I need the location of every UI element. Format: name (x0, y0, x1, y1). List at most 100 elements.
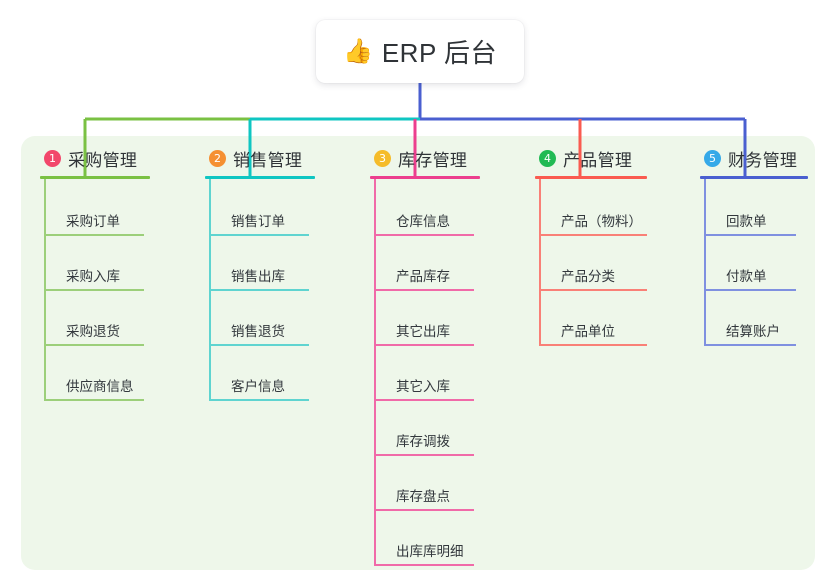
branch-item[interactable]: 回款单 (700, 179, 808, 236)
branch-item-rule (374, 454, 474, 456)
branch-item-label: 客户信息 (231, 379, 285, 394)
branch-item-rule (374, 234, 474, 236)
branch-items-5: 回款单付款单结算账户 (700, 179, 808, 346)
branch-item-label: 产品单位 (561, 324, 615, 339)
branch-item[interactable]: 采购入库 (40, 234, 150, 291)
branch-item-rule (44, 399, 144, 401)
branch-item-label: 销售订单 (231, 214, 285, 229)
branch-item[interactable]: 其它入库 (370, 344, 480, 401)
branch-column-3: 3 库存管理仓库信息产品库存其它出库其它入库库存调拨库存盘点出库库明细 (370, 146, 480, 566)
branch-item[interactable]: 出库库明细 (370, 509, 480, 566)
branch-item-label: 其它入库 (396, 379, 450, 394)
branch-item-rule (209, 344, 309, 346)
branch-item[interactable]: 采购订单 (40, 179, 150, 236)
branch-item[interactable]: 库存调拨 (370, 399, 480, 456)
branch-item-rule (539, 234, 647, 236)
branch-badge-5: 5 (704, 149, 721, 167)
branch-item-label: 供应商信息 (66, 379, 134, 394)
branch-item-label: 产品库存 (396, 269, 450, 284)
branch-item[interactable]: 产品（物料） (535, 179, 647, 236)
branch-item[interactable]: 产品分类 (535, 234, 647, 291)
branch-item-label: 产品（物料） (561, 214, 642, 229)
branch-item-label: 仓库信息 (396, 214, 450, 229)
branch-item-rule (374, 564, 474, 566)
branch-item-label: 回款单 (726, 214, 767, 229)
branch-item-rule (209, 234, 309, 236)
branch-badge-2: 2 (209, 149, 226, 167)
branch-rule-3 (370, 176, 480, 179)
branch-item[interactable]: 产品库存 (370, 234, 480, 291)
thumbs-up-icon: 👍 (342, 37, 373, 65)
branch-item-label: 其它出库 (396, 324, 450, 339)
branch-item-rule (704, 234, 796, 236)
branch-item[interactable]: 采购退货 (40, 289, 150, 346)
branch-item-label: 出库库明细 (396, 544, 464, 559)
branch-item-rule (704, 344, 796, 346)
branch-item-label: 销售退货 (231, 324, 285, 339)
branch-column-4: 4 产品管理产品（物料） 产品分类产品单位 (535, 146, 647, 346)
branch-item-label: 库存调拨 (396, 434, 450, 449)
branch-item[interactable]: 产品单位 (535, 289, 647, 346)
branch-item-rule (374, 399, 474, 401)
branch-item[interactable]: 库存盘点 (370, 454, 480, 511)
root-node[interactable]: 👍 ERP 后台 (316, 20, 524, 83)
branch-column-5: 5 财务管理回款单付款单结算账户 (700, 146, 808, 346)
branch-rule-1 (40, 176, 150, 179)
root-node-title: ERP 后台 (381, 38, 498, 68)
branch-rule-5 (700, 176, 808, 179)
branch-header-4[interactable]: 4 产品管理 (535, 146, 647, 170)
branch-item-label: 采购入库 (66, 269, 120, 284)
branch-item-rule (374, 289, 474, 291)
branch-badge-4: 4 (539, 149, 556, 167)
branch-item-rule (704, 289, 796, 291)
branch-item-rule (44, 289, 144, 291)
branch-item-rule (209, 399, 309, 401)
branch-items-4: 产品（物料） 产品分类产品单位 (535, 179, 647, 346)
branch-title-3: 库存管理 (398, 150, 468, 170)
branch-item[interactable]: 结算账户 (700, 289, 808, 346)
branch-header-1[interactable]: 1 采购管理 (40, 146, 150, 170)
branch-items-1: 采购订单采购入库采购退货供应商信息 (40, 179, 150, 401)
branch-item-label: 付款单 (726, 269, 767, 284)
branch-items-3: 仓库信息产品库存其它出库其它入库库存调拨库存盘点出库库明细 (370, 179, 480, 566)
branch-item[interactable]: 仓库信息 (370, 179, 480, 236)
branch-item[interactable]: 客户信息 (205, 344, 315, 401)
branch-header-5[interactable]: 5 财务管理 (700, 146, 808, 170)
branch-item-label: 采购退货 (66, 324, 120, 339)
branch-item-rule (209, 289, 309, 291)
branch-item[interactable]: 销售出库 (205, 234, 315, 291)
branch-spine-3 (374, 179, 376, 564)
root-node-content: 👍 ERP 后台 (343, 33, 497, 70)
branch-badge-1: 1 (44, 149, 61, 167)
branch-item-rule (44, 344, 144, 346)
branch-item-label: 销售出库 (231, 269, 285, 284)
branch-item-label: 采购订单 (66, 214, 120, 229)
branch-title-4: 产品管理 (563, 150, 633, 170)
branch-title-5: 财务管理 (728, 150, 798, 170)
branch-item-rule (539, 344, 647, 346)
branch-item[interactable]: 销售退货 (205, 289, 315, 346)
branch-item-label: 产品分类 (561, 269, 615, 284)
branch-item-rule (44, 234, 144, 236)
branch-spine-4 (539, 179, 541, 344)
branch-spine-5 (704, 179, 706, 344)
branch-badge-3: 3 (374, 149, 391, 167)
branch-item-rule (539, 289, 647, 291)
branch-column-1: 1 采购管理采购订单采购入库采购退货供应商信息 (40, 146, 150, 401)
branch-item[interactable]: 付款单 (700, 234, 808, 291)
branch-item[interactable]: 供应商信息 (40, 344, 150, 401)
branch-items-2: 销售订单销售出库销售退货客户信息 (205, 179, 315, 401)
branch-rule-2 (205, 176, 315, 179)
branch-item[interactable]: 其它出库 (370, 289, 480, 346)
branch-item-rule (374, 344, 474, 346)
branch-item-label: 库存盘点 (396, 489, 450, 504)
branch-rule-4 (535, 176, 647, 179)
branches-panel (21, 136, 815, 570)
branch-item-label: 结算账户 (726, 324, 780, 339)
branch-header-3[interactable]: 3 库存管理 (370, 146, 480, 170)
branch-title-1: 采购管理 (68, 150, 138, 170)
branch-item[interactable]: 销售订单 (205, 179, 315, 236)
